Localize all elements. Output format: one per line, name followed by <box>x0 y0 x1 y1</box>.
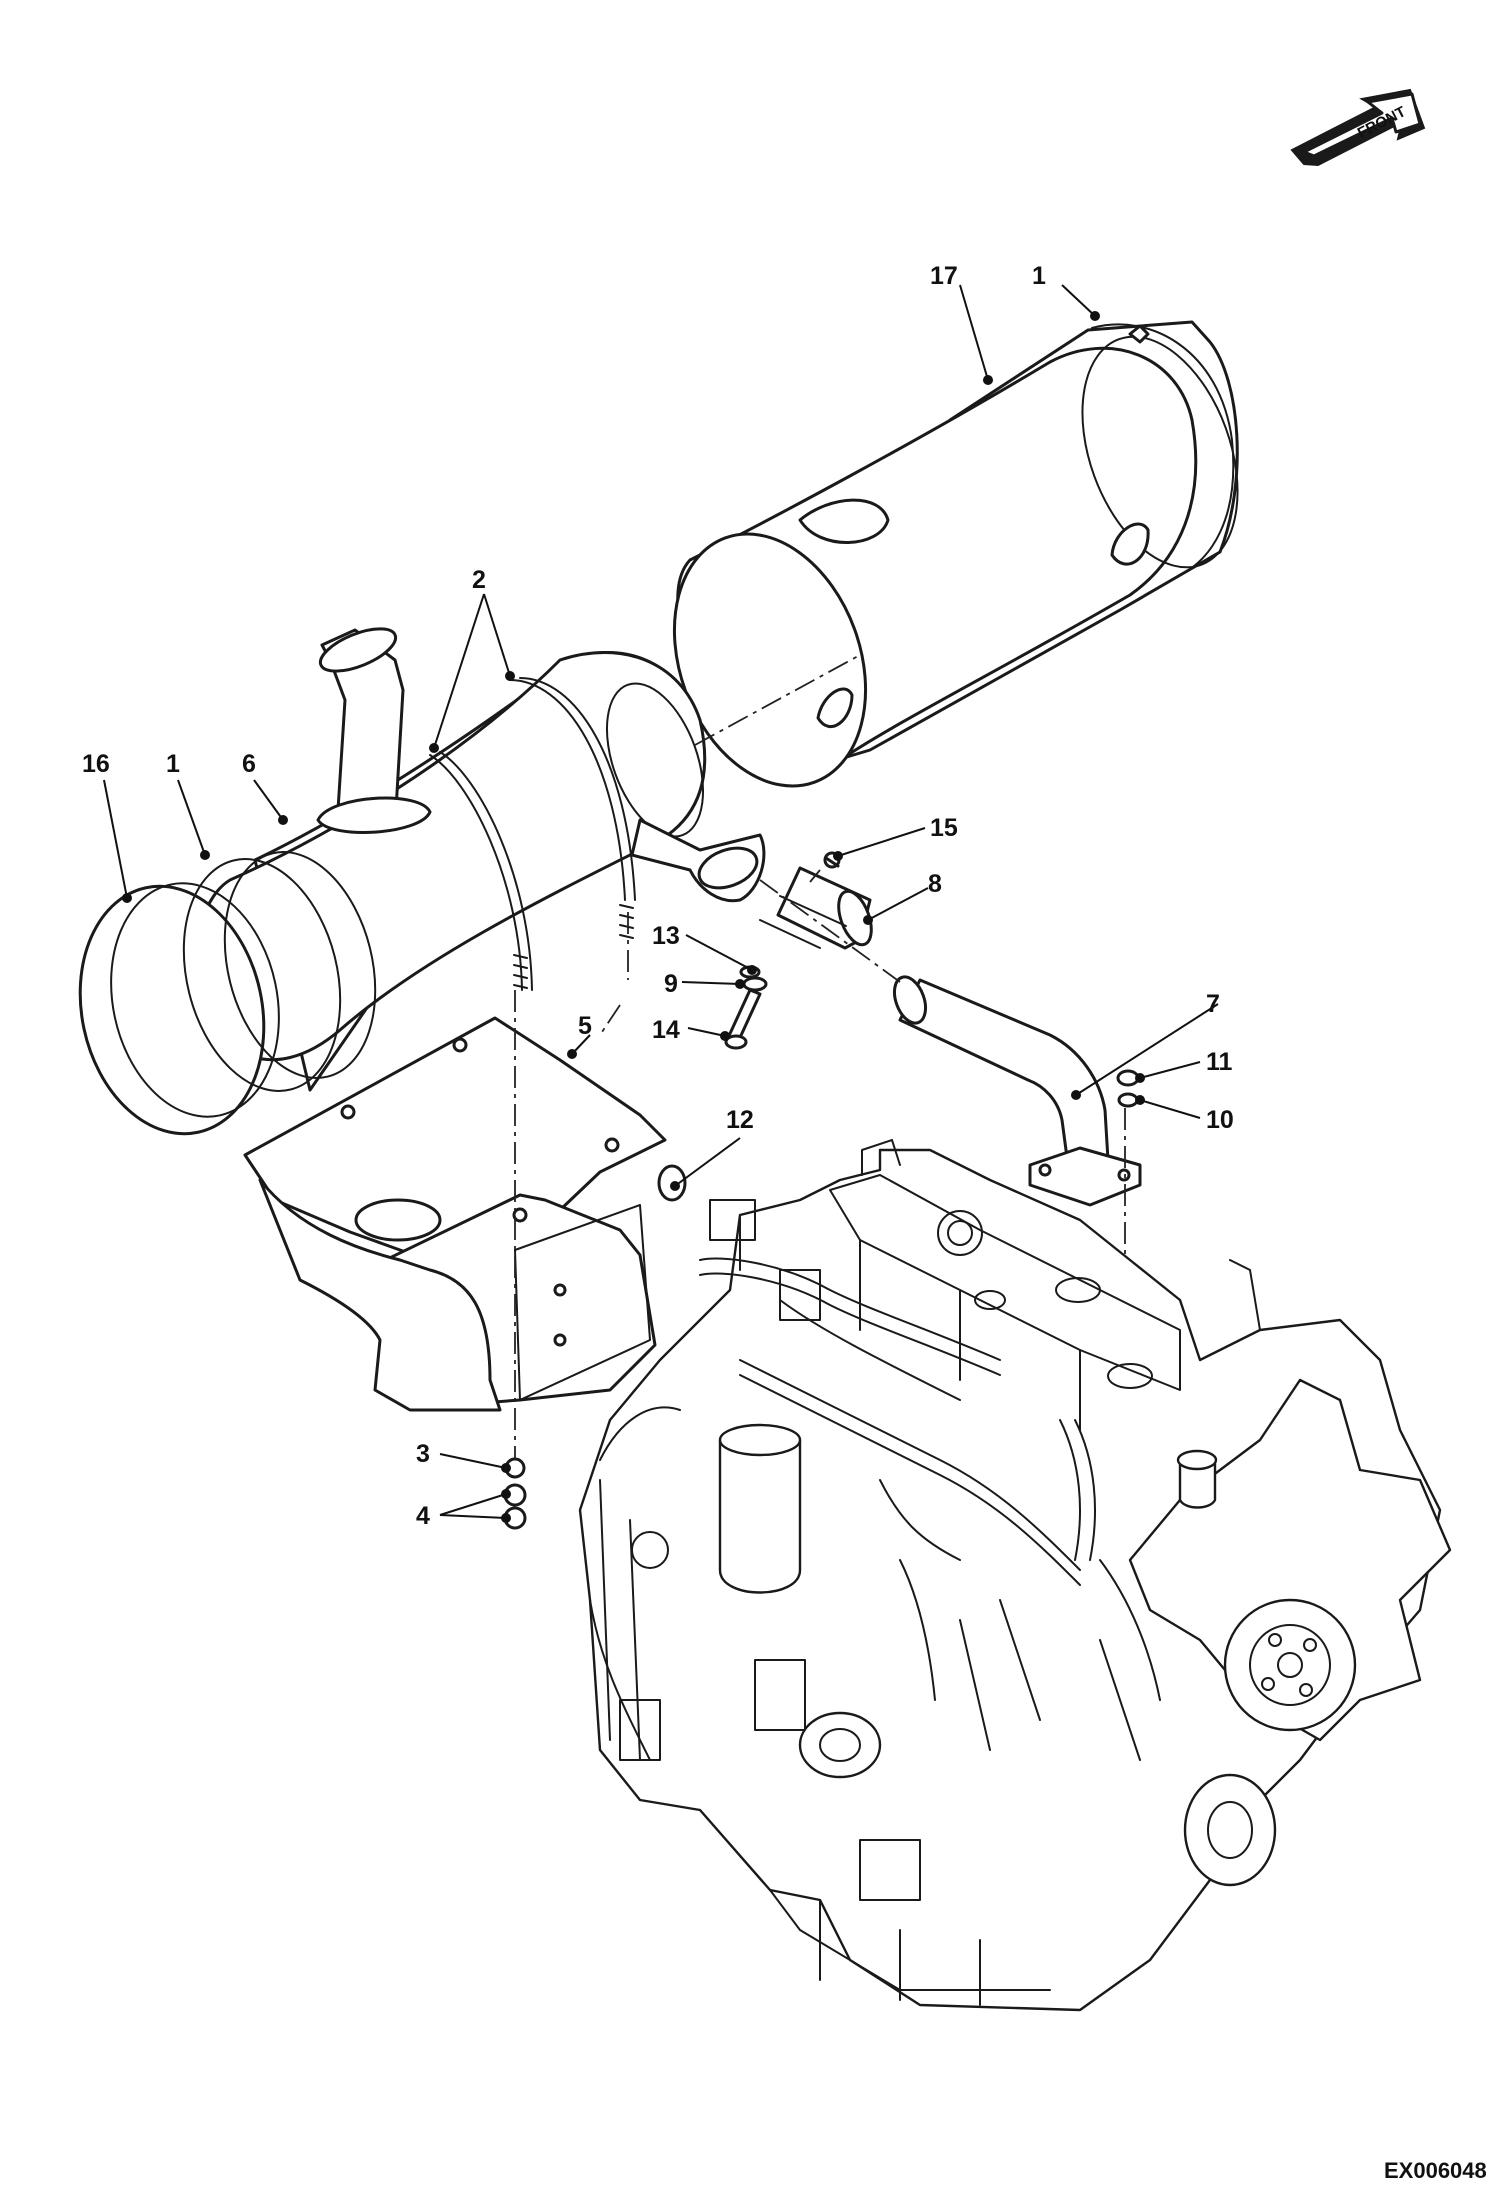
callout-leaders <box>103 284 1219 1523</box>
pipe-clamp-8 <box>759 866 873 950</box>
callout-14: 14 <box>652 1016 680 1044</box>
callout-17: 17 <box>930 262 958 290</box>
front-arrow-icon: FRONT <box>1290 88 1426 167</box>
drawing-code: EX006048 <box>1384 2158 1487 2183</box>
callout-7: 7 <box>1206 990 1220 1018</box>
callout-3: 3 <box>416 1440 430 1468</box>
callout-1-top: 1 <box>1032 262 1046 290</box>
engine-assembly <box>578 1139 1452 2012</box>
fastener-hardware <box>503 851 1140 1530</box>
callout-9: 9 <box>664 970 678 998</box>
callout-labels: 17 1 2 16 1 6 15 8 13 9 14 5 7 11 10 12 … <box>82 262 1234 1530</box>
muffler-cover-17 <box>672 320 1239 788</box>
callout-16: 16 <box>82 750 110 778</box>
callout-2: 2 <box>472 566 486 594</box>
callout-13: 13 <box>652 922 680 950</box>
callout-1-left: 1 <box>166 750 180 778</box>
callout-6: 6 <box>242 750 256 778</box>
callout-5: 5 <box>578 1012 592 1040</box>
callout-8: 8 <box>928 870 942 898</box>
callout-4: 4 <box>416 1502 430 1530</box>
callout-12: 12 <box>726 1106 754 1134</box>
muffler-body-6 <box>78 627 766 1136</box>
callout-15: 15 <box>930 814 958 842</box>
callout-11: 11 <box>1206 1048 1233 1076</box>
callout-10: 10 <box>1206 1106 1234 1134</box>
assembly-center-lines <box>514 654 1126 1460</box>
exhaust-elbow-7 <box>892 975 1142 1207</box>
